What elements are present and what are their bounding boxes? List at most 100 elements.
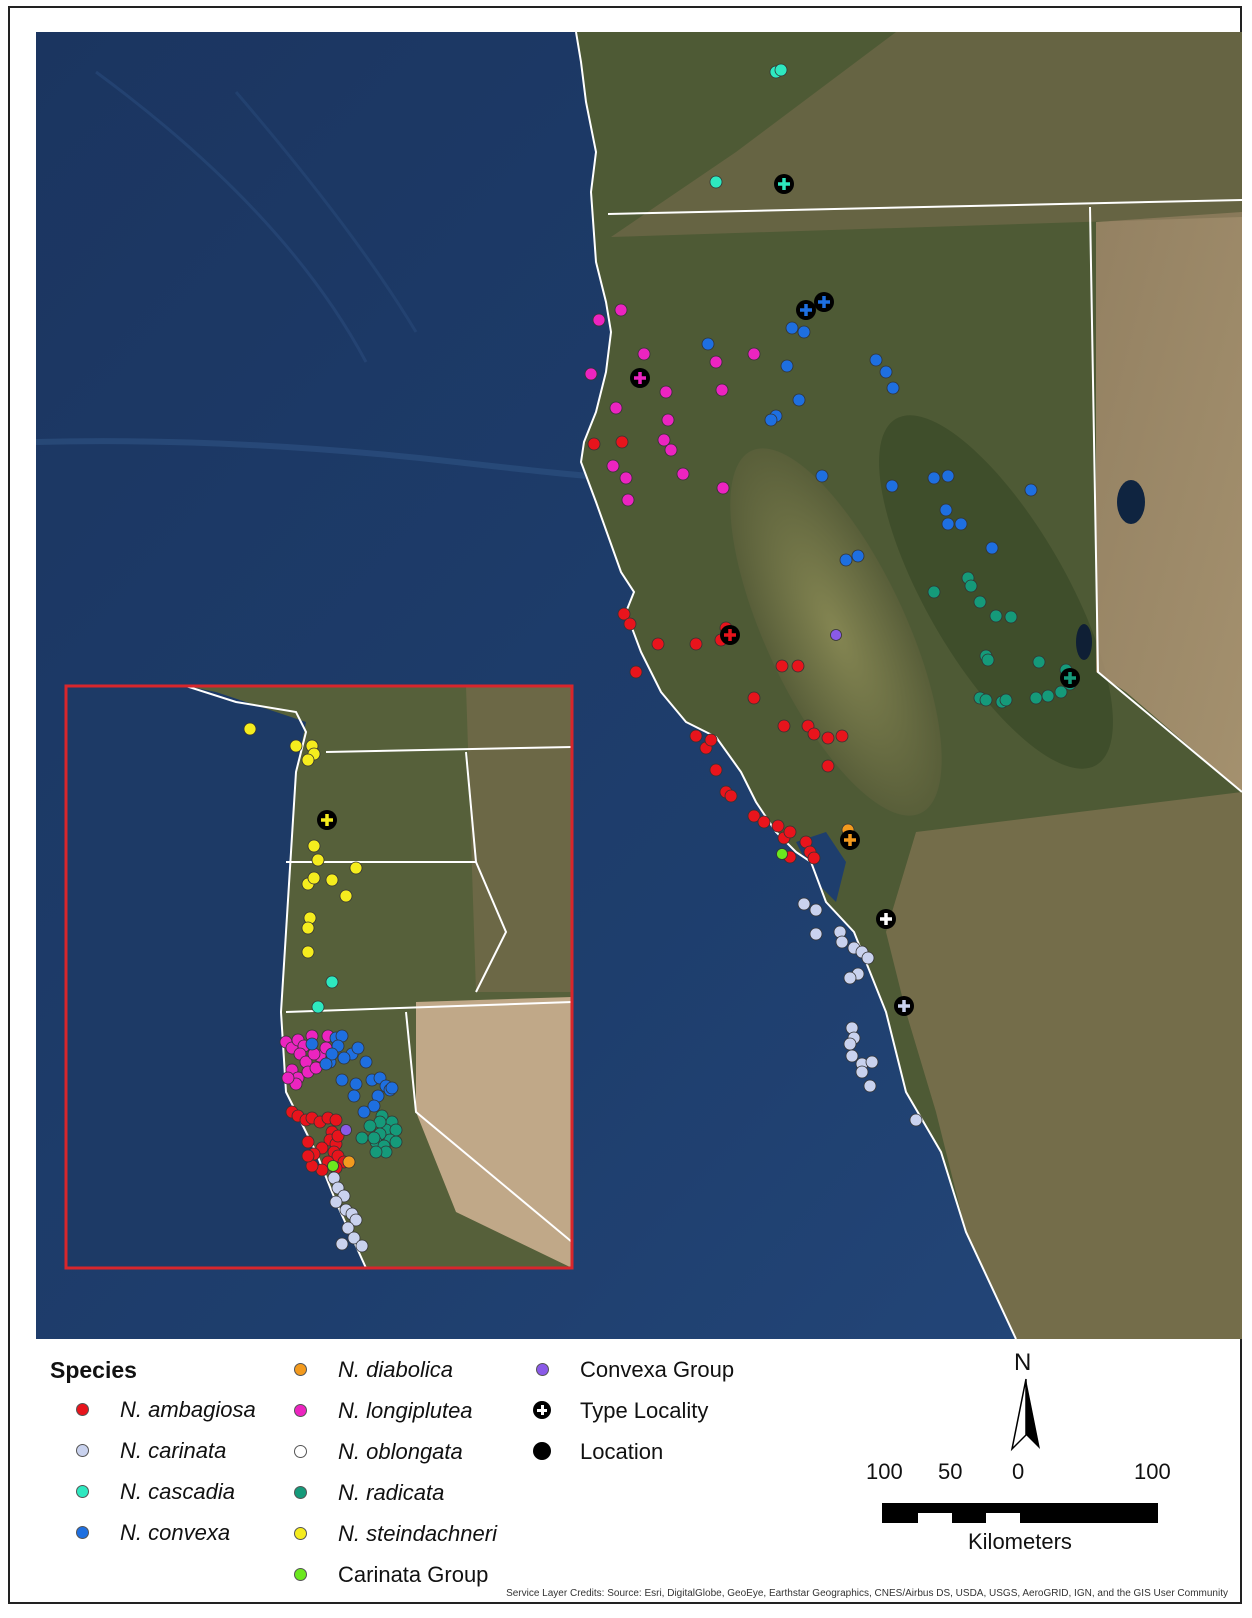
specimen-point: [774, 63, 788, 77]
specimen-point: [809, 903, 823, 917]
specimen-point: [329, 1113, 343, 1127]
legend-marker-icon: [294, 1527, 307, 1540]
specimen-point: [979, 693, 993, 707]
specimen-point: [701, 337, 715, 351]
type-locality-cross: [778, 178, 790, 190]
specimen-point: [369, 1145, 383, 1159]
specimen-point: [964, 579, 978, 593]
specimen-point: [357, 1105, 371, 1119]
specimen-point: [785, 321, 799, 335]
specimen-point: [311, 853, 325, 867]
legend-marker-icon: [536, 1363, 549, 1376]
scale-bar: 100 50 0 100 Kilometers: [866, 1459, 1176, 1599]
legend-item-convexa-group: Convexa Group: [536, 1357, 734, 1383]
specimen-point: [1032, 655, 1046, 669]
service-credits: Service Layer Credits: Source: Esri, Dig…: [506, 1588, 1228, 1599]
legend-item-label: N. diabolica: [338, 1357, 453, 1382]
specimen-point: [609, 401, 623, 415]
specimen-point: [623, 617, 637, 631]
north-arrow-icon: [1010, 1378, 1040, 1452]
specimen-point: [989, 609, 1003, 623]
specimen-point: [341, 1221, 355, 1235]
specimen-point: [305, 1037, 319, 1051]
specimen-point: [985, 541, 999, 555]
legend-item-n-longiplutea: N. longiplutea: [294, 1398, 473, 1424]
legend-item-label: N. radicata: [338, 1480, 445, 1505]
specimen-point: [349, 861, 363, 875]
specimen-point: [879, 365, 893, 379]
specimen-point: [791, 659, 805, 673]
specimen-point: [385, 1081, 399, 1095]
specimen-point: [954, 517, 968, 531]
specimen-point: [843, 1037, 857, 1051]
specimen-point: [845, 1049, 859, 1063]
legend-marker-icon: [76, 1526, 89, 1539]
legend-item-location: Location: [533, 1439, 663, 1465]
specimen-point: [689, 637, 703, 651]
specimen-point: [797, 897, 811, 911]
specimen-point: [689, 729, 703, 743]
specimen-point: [289, 739, 303, 753]
specimen-point: [709, 355, 723, 369]
specimen-point: [869, 353, 883, 367]
specimen-point: [747, 809, 761, 823]
legend-item-n-steindachneri: N. steindachneri: [294, 1521, 497, 1547]
specimen-point: [775, 659, 789, 673]
specimen-point: [747, 347, 761, 361]
specimen-point: [999, 693, 1013, 707]
specimen-point: [715, 383, 729, 397]
specimen-point: [363, 1119, 377, 1133]
scale-label-100-left: 100: [866, 1459, 903, 1484]
specimen-point: [835, 729, 849, 743]
specimen-point: [301, 753, 315, 767]
main-map[interactable]: [36, 32, 1242, 1339]
specimen-point: [941, 517, 955, 531]
specimen-point: [351, 1041, 365, 1055]
specimen-point: [927, 585, 941, 599]
legend-item-n-cascadia: N. cascadia: [76, 1479, 235, 1505]
specimen-point: [325, 975, 339, 989]
specimen-point: [724, 789, 738, 803]
legend-title: Species: [50, 1357, 137, 1383]
specimen-point: [886, 381, 900, 395]
specimen-point: [319, 1057, 333, 1071]
specimen-point: [815, 469, 829, 483]
legend-marker-icon: [76, 1485, 89, 1498]
specimen-point: [661, 413, 675, 427]
legend-item-label: Type Locality: [580, 1398, 709, 1423]
specimen-point: [885, 479, 899, 493]
coastline: [575, 32, 1017, 1339]
specimen-point: [587, 437, 601, 451]
specimen-point: [629, 665, 643, 679]
specimen-point: [355, 1131, 369, 1145]
specimen-point: [807, 727, 821, 741]
specimen-point: [809, 927, 823, 941]
specimen-point: [615, 435, 629, 449]
specimen-point: [909, 1113, 923, 1127]
specimen-point: [664, 443, 678, 457]
specimen-point: [973, 595, 987, 609]
specimen-point: [927, 471, 941, 485]
specimen-point: [651, 637, 665, 651]
legend-marker-icon: [294, 1486, 307, 1499]
specimen-point: [657, 433, 671, 447]
specimen-point: [865, 1055, 879, 1069]
legend-item-n-carinata: N. carinata: [76, 1438, 227, 1464]
legend-item-label: N. carinata: [120, 1438, 227, 1463]
type-locality-cross: [1064, 672, 1076, 684]
north-label: N: [1014, 1349, 1032, 1376]
specimen-point: [340, 1124, 352, 1136]
legend-item-label: N. cascadia: [120, 1479, 235, 1504]
legend-item-label: N. ambagiosa: [120, 1397, 256, 1422]
type-locality-icon: [533, 1401, 551, 1419]
legend-item-label: N. convexa: [120, 1520, 231, 1545]
type-locality-cross: [724, 629, 736, 641]
legend-item-n-convexa: N. convexa: [76, 1520, 231, 1546]
specimen-point: [281, 1071, 295, 1085]
specimen-point: [342, 1155, 356, 1169]
specimen-point: [783, 825, 797, 839]
legend-item-label: N. oblongata: [338, 1439, 463, 1464]
specimen-point: [367, 1099, 381, 1113]
legend-item-label: N. steindachneri: [338, 1521, 497, 1546]
legend-marker-icon: [294, 1445, 307, 1458]
